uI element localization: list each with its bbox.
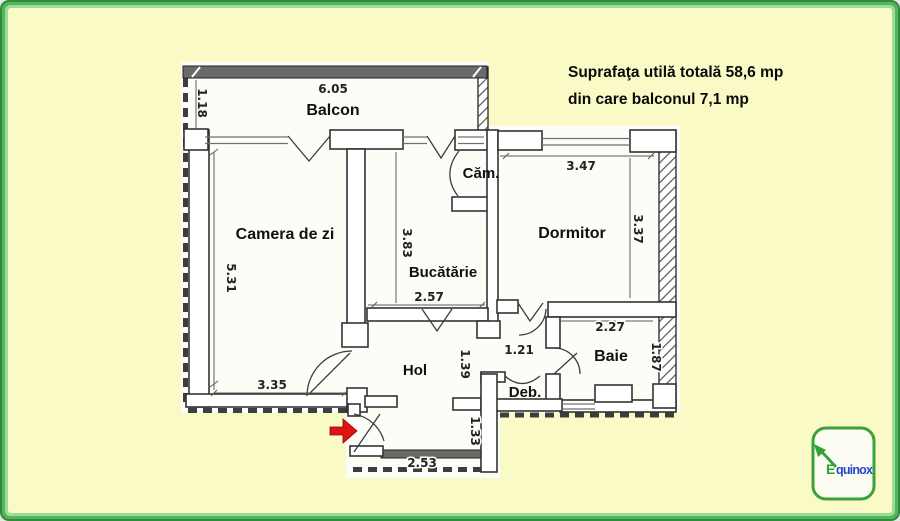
door-arcs bbox=[306, 150, 581, 453]
logo-letter-e: E bbox=[826, 461, 835, 477]
bedroom-top-block-right bbox=[629, 129, 677, 153]
bath-step bbox=[594, 384, 633, 403]
corner-block-nw bbox=[183, 128, 209, 151]
kitchen-hall-door bbox=[421, 308, 453, 333]
living-kitchen-wall bbox=[346, 148, 366, 326]
dim-camera-depth: 5.31 bbox=[224, 263, 238, 293]
room-label-dormitor: Dormitor bbox=[538, 225, 606, 242]
dim-camera-width: 3.35 bbox=[257, 378, 287, 392]
surface-annotation: Suprafaţa utilă totală 58,6 mp din care … bbox=[568, 64, 783, 108]
dashed-boundaries bbox=[183, 78, 676, 472]
bedroom-window bbox=[542, 137, 630, 146]
dim-balcon-depth: 1.18 bbox=[195, 88, 209, 118]
living-bottom-wall bbox=[185, 393, 353, 408]
hall-bottom-wall-right bbox=[452, 397, 482, 411]
entry-door-arc bbox=[353, 413, 385, 442]
balcony-parapet bbox=[182, 65, 488, 79]
bath-door-arc bbox=[553, 347, 581, 375]
bedroom-bottom-wall bbox=[496, 299, 519, 314]
room-label-balcon: Balcon bbox=[306, 102, 359, 119]
solid-walls bbox=[182, 65, 488, 459]
entrance-arrow-icon bbox=[329, 418, 358, 444]
kitchen-bottom-wall bbox=[366, 307, 489, 322]
logo-text: quinox bbox=[836, 463, 873, 477]
dim-intrare-height: 1.33 bbox=[468, 416, 482, 446]
living-balcony-window bbox=[205, 136, 288, 145]
dim-baie-width: 2.27 bbox=[595, 320, 625, 334]
pantry-door-arc bbox=[449, 150, 460, 197]
living-hall-door-leaf bbox=[308, 352, 351, 395]
logo-frame bbox=[811, 426, 876, 501]
pantry-window bbox=[458, 136, 484, 145]
green-frame-inner: Balcon Camera de zi Bucătărie Căm. Dormi… bbox=[5, 5, 895, 516]
dim-pasaj: 1.21 bbox=[504, 343, 534, 357]
dim-dormitor-depth: 3.37 bbox=[631, 214, 645, 244]
dim-dormitor-width: 3.47 bbox=[566, 159, 596, 173]
kitchen-balcony-door bbox=[426, 135, 456, 160]
room-label-hol: Hol bbox=[403, 362, 427, 379]
floor-plan-svg: Balcon Camera de zi Bucătărie Căm. Dormi… bbox=[181, 62, 876, 501]
entry-right-wall bbox=[480, 373, 498, 473]
dim-bucatarie-width: 2.57 bbox=[414, 290, 444, 304]
room-labels: Balcon Camera de zi Bucătărie Căm. Dormi… bbox=[236, 102, 628, 401]
equinox-logo: E quinox bbox=[811, 426, 876, 501]
living-hall-door-arc bbox=[306, 350, 353, 397]
dim-intrare-width: 2.53 bbox=[407, 456, 437, 470]
corridor-corner-block bbox=[476, 320, 501, 339]
bedroom-door-arc bbox=[518, 308, 547, 336]
dim-hol-passage: 1.39 bbox=[458, 349, 472, 379]
kitchen-balcony-window bbox=[403, 136, 427, 145]
room-label-camara: Căm. bbox=[463, 165, 500, 182]
living-kitchen-wall-end bbox=[341, 322, 369, 348]
door-openings bbox=[287, 135, 544, 333]
bath-corner-block bbox=[652, 383, 677, 409]
dimension-lines bbox=[195, 80, 655, 397]
bath-left-wall-lower bbox=[545, 373, 561, 403]
logo-arrow-tail bbox=[820, 451, 838, 468]
windows bbox=[205, 136, 630, 410]
hall-bottom-wall-left bbox=[364, 395, 398, 408]
dim-bucatarie-depth: 3.83 bbox=[400, 228, 414, 258]
west-wall bbox=[188, 129, 210, 408]
room-label-camera-de-zi: Camera de zi bbox=[236, 226, 335, 243]
plan-canvas: Balcon Camera de zi Bucătărie Căm. Dormi… bbox=[8, 8, 892, 513]
entry-left-step bbox=[349, 445, 384, 457]
room-label-debara: Deb. bbox=[509, 384, 542, 401]
bath-door-leaf bbox=[553, 352, 578, 375]
dim-balcon-width: 6.05 bbox=[318, 82, 348, 96]
dim-baie-depth: 1.87 bbox=[649, 342, 663, 372]
walls bbox=[183, 128, 677, 473]
storage-door-arc bbox=[504, 375, 541, 385]
entry-door-leaf bbox=[353, 413, 381, 453]
bedroom-door-opening bbox=[517, 302, 544, 323]
room-label-bucatarie: Bucătărie bbox=[409, 264, 477, 281]
logo-arrow-head-icon bbox=[814, 444, 826, 457]
bath-left-wall-upper bbox=[545, 316, 561, 349]
annotation-line-1: Suprafaţa utilă totală 58,6 mp bbox=[568, 64, 783, 81]
bath-top-wall bbox=[547, 301, 677, 318]
dimension-labels: 6.05 1.18 5.31 3.35 3.83 2.57 3.47 3.37 … bbox=[194, 81, 665, 472]
living-balcony-door bbox=[287, 135, 331, 163]
entry-left-stub bbox=[347, 403, 361, 417]
bath-threshold bbox=[562, 403, 595, 410]
room-label-baie: Baie bbox=[594, 348, 628, 365]
annotation-line-2: din care balconul 7,1 mp bbox=[568, 91, 749, 108]
pantry-top-wall bbox=[454, 129, 489, 151]
bedroom-top-block-left bbox=[497, 130, 543, 151]
north-t-wall bbox=[329, 129, 404, 150]
